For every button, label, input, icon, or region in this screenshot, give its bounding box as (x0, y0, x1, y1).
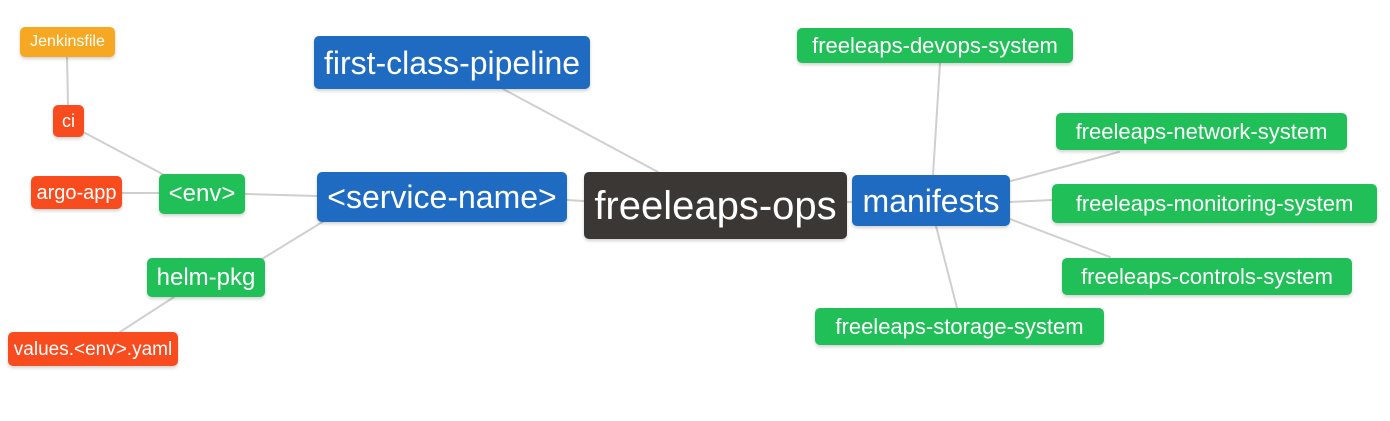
edge-first-class-pipeline-to-freeleaps-ops (502, 88, 659, 173)
mindmap-node-storage-system[interactable]: freeleaps-storage-system (815, 308, 1104, 345)
edge-helm-pkg-to-service-name (261, 220, 325, 260)
mindmap-node-values-env-yaml[interactable]: values.<env>.yaml (8, 332, 178, 366)
edge-manifests-to-storage-system (935, 225, 958, 309)
edge-env-to-service-name (244, 193, 318, 197)
mindmap-node-freeleaps-ops[interactable]: freeleaps-ops (584, 172, 847, 239)
edge-values-env-yaml-to-helm-pkg (119, 296, 175, 333)
mindmap-node-network-system[interactable]: freeleaps-network-system (1056, 113, 1347, 150)
mindmap-node-service-name[interactable]: <service-name> (317, 172, 567, 222)
edge-manifests-to-controls-system (1009, 218, 1111, 258)
mindmap-node-manifests[interactable]: manifests (852, 175, 1010, 226)
mindmap-node-devops-system[interactable]: freeleaps-devops-system (797, 28, 1073, 63)
mindmap-node-first-class-pipeline[interactable]: first-class-pipeline (314, 36, 590, 89)
mindmap-node-controls-system[interactable]: freeleaps-controls-system (1062, 258, 1352, 295)
mindmap-node-monitoring-system[interactable]: freeleaps-monitoring-system (1052, 184, 1377, 223)
mindmap-node-helm-pkg[interactable]: helm-pkg (147, 258, 265, 297)
edge-jenkinsfile-to-ci (66, 56, 69, 106)
edge-devops-system-to-manifests (932, 62, 941, 176)
edge-manifests-to-monitoring-system (1009, 199, 1053, 203)
edge-manifests-to-network-system (1010, 151, 1120, 182)
mindmap-node-argo-app[interactable]: argo-app (31, 176, 122, 209)
mindmap-node-jenkinsfile[interactable]: Jenkinsfile (20, 27, 115, 57)
mindmap-node-env[interactable]: <env> (159, 174, 245, 214)
edge-ci-to-env (84, 132, 169, 178)
edge-service-name-to-freeleaps-ops (566, 199, 585, 202)
mindmap-node-ci[interactable]: ci (53, 105, 84, 137)
